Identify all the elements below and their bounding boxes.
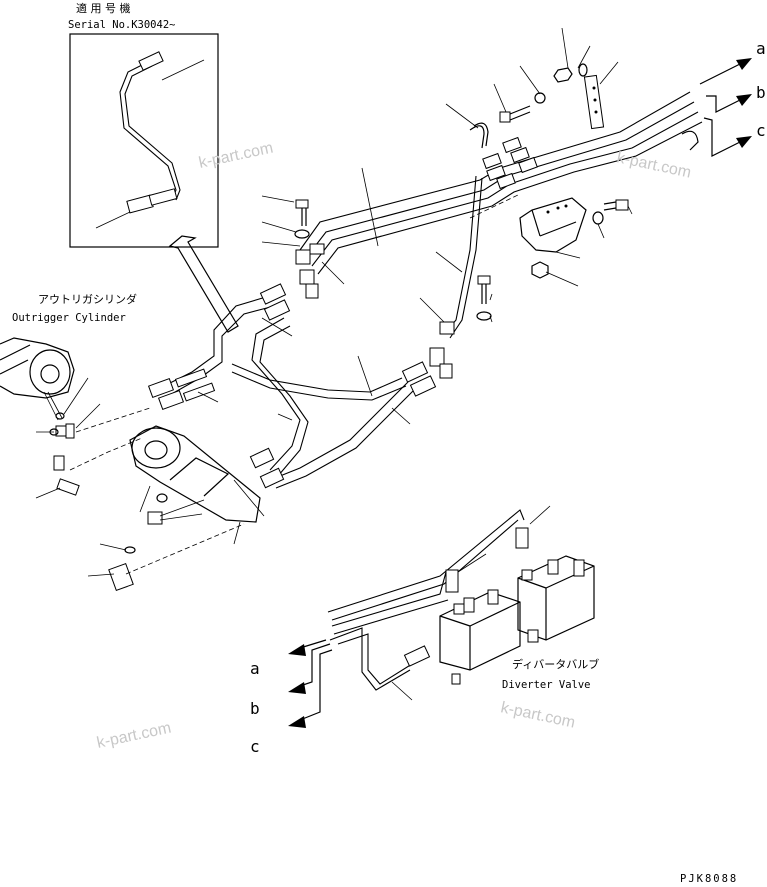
watermark-2: k-part.com <box>615 149 692 181</box>
diverter-label-en: Diverter Valve <box>502 679 591 691</box>
inset-fitting-top <box>138 51 164 71</box>
inset-pipe <box>119 61 177 201</box>
inset-title: 適 用 号 機 <box>76 1 131 15</box>
outrigger-cylinder-right <box>129 425 261 523</box>
inset-fitting-bottom <box>126 194 154 214</box>
top-connection-c: c <box>756 121 766 140</box>
watermark-3: k-part.com <box>95 720 172 752</box>
top-connection-b: b <box>756 83 766 102</box>
watermark-4: k-part.com <box>499 699 576 731</box>
inset-frame <box>69 33 219 248</box>
diverter-label-jp: ディバータバルブ <box>512 657 599 671</box>
hardware <box>294 63 699 321</box>
watermark-1: k-part.com <box>197 140 274 172</box>
left-fittings <box>49 412 168 592</box>
drawing-code: PJK8088 <box>680 873 738 885</box>
bottom-connection-arrows: a b c <box>250 639 333 756</box>
inset-serial: Serial No.K30042~ <box>68 19 175 31</box>
lower-piping <box>327 505 551 701</box>
inset-pointer-arrow <box>168 235 239 333</box>
bottom-connection-b: b <box>250 699 260 718</box>
top-connection-a: a <box>756 39 766 58</box>
outrigger-cylinder-left <box>0 337 75 421</box>
top-connection-arrows: a b c <box>699 39 766 157</box>
serial-inset: 適 用 号 機 Serial No.K30042~ <box>68 1 219 248</box>
bottom-connection-c: c <box>250 737 260 756</box>
outrigger-label-jp: アウトリガシリンダ <box>38 292 137 306</box>
dashed-links <box>69 193 521 575</box>
bottom-connection-a: a <box>250 659 260 678</box>
outrigger-label-en: Outrigger Cylinder <box>12 312 126 324</box>
hose-fittings <box>147 136 538 489</box>
leader-lines <box>35 27 633 577</box>
diverter-valve <box>439 555 595 685</box>
